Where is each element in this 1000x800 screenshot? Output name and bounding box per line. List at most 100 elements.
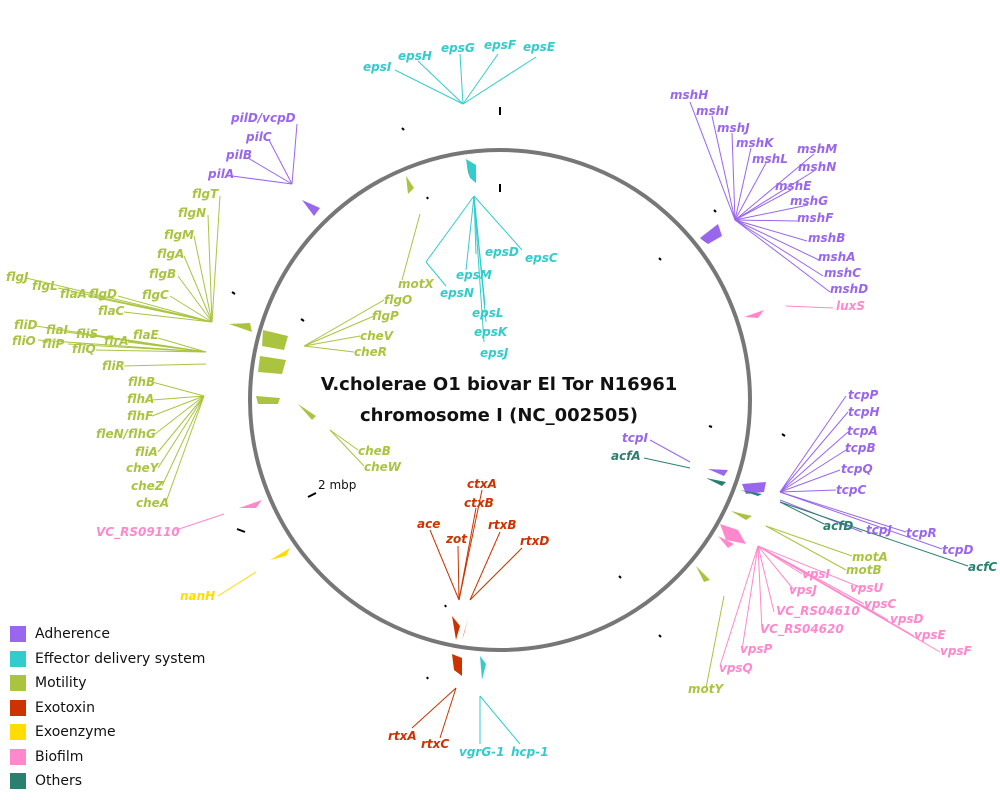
legend-label-exoenzyme: Exoenzyme	[35, 724, 116, 741]
gene-label-rtxA: rtxA	[388, 729, 417, 743]
gene-label-flaE: flaE	[133, 328, 160, 342]
legend-label-exotoxin: Exotoxin	[35, 699, 95, 716]
gene-label-epsK: epsK	[474, 325, 509, 339]
gene-label-vpsF: vpsF	[940, 644, 973, 658]
gene-label-flaI: flaI	[46, 323, 69, 337]
gene-label-motX: motX	[398, 277, 434, 291]
gene-label-epsH: epsH	[398, 49, 432, 63]
legend-label-others: Others	[35, 773, 83, 790]
gene-label-tcpR: tcpR	[906, 526, 937, 540]
gene-label-fleN: fleN/flhG	[96, 427, 156, 441]
gene-label-fliS: fliS	[76, 327, 98, 341]
gene-label-cheB: cheB	[358, 444, 391, 458]
gene-label-luxS: luxS	[836, 299, 865, 313]
scale-label: 2 mbp	[318, 478, 356, 492]
gene-label-flgC: flgC	[142, 288, 169, 302]
gene-label-flhA: flhA	[127, 392, 154, 406]
gene-label-acfA: acfA	[611, 449, 641, 463]
gene-label-tcpC: tcpC	[836, 483, 866, 497]
gene-label-ace: ace	[417, 517, 440, 531]
legend-swatch-adherence	[10, 626, 26, 643]
map-title-line2: chromosome I (NC_002505)	[360, 405, 638, 426]
minor-ticks	[231, 107, 786, 680]
gene-label-pilB: pilB	[225, 148, 252, 162]
gene-label-epsD: epsD	[485, 245, 519, 259]
gene-label-epsE: epsE	[523, 40, 556, 54]
gene-label-mshG: mshG	[790, 194, 828, 208]
gene-label-tcpA: tcpA	[847, 424, 878, 438]
legend-swatch-biofilm	[10, 748, 26, 765]
gene-label-flgL: flgL	[32, 279, 58, 293]
gene-label-mshD: mshD	[830, 282, 868, 296]
gene-label-motY: motY	[688, 682, 724, 696]
gene-label-epsG: epsG	[441, 41, 475, 55]
legend-swatch-effector	[10, 650, 26, 667]
gene-label-flgD: flgD	[89, 287, 117, 301]
legend-label-adherence: Adherence	[35, 626, 110, 643]
legend-item-adherence: Adherence	[10, 622, 205, 647]
gene-label-cheR: cheR	[354, 345, 387, 359]
gene-label-flaA: flaA	[60, 287, 87, 301]
legend-item-others: Others	[10, 769, 205, 794]
gene-label-mshF: mshF	[797, 211, 834, 225]
gene-label-flgN: flgN	[178, 206, 206, 220]
gene-label-rtxD: rtxD	[520, 534, 549, 548]
gene-label-epsN: epsN	[440, 286, 474, 300]
gene-label-tcpH: tcpH	[848, 405, 879, 419]
gene-label-epsL: epsL	[472, 306, 504, 320]
connector-lines	[25, 53, 969, 745]
gene-label-fliO: fliO	[12, 334, 36, 348]
gene-label-mshA: mshA	[818, 250, 855, 264]
legend-item-exoenzyme: Exoenzyme	[10, 720, 205, 745]
gene-label-cheV: cheV	[360, 329, 395, 343]
gene-label-vpsU: vpsU	[850, 581, 884, 595]
legend-item-exotoxin: Exotoxin	[10, 696, 205, 721]
gene-label-flgA: flgA	[157, 247, 184, 261]
gene-label-flgB: flgB	[149, 267, 176, 281]
gene-label-fliD: fliD	[14, 318, 38, 332]
gene-label-tcpD: tcpD	[942, 543, 973, 557]
gene-label-fliP: fliP	[42, 337, 65, 351]
gene-label-flgP: flgP	[372, 309, 399, 323]
gene-label-zot: zot	[445, 532, 468, 546]
gene-label-VC_RS04610: VC_RS04610	[776, 604, 860, 619]
gene-label-flgJ: flgJ	[6, 270, 29, 284]
gene-features	[229, 159, 766, 680]
legend-item-biofilm: Biofilm	[10, 745, 205, 770]
gene-label-vpsQ: vpsQ	[719, 661, 753, 675]
gene-label-mshC: mshC	[824, 266, 861, 280]
gene-label-VC_RS09110: VC_RS09110	[96, 525, 180, 540]
chromosome-circle	[248, 148, 752, 652]
gene-label-epsJ: epsJ	[480, 346, 509, 360]
legend-swatch-others	[10, 773, 26, 790]
gene-label-vpsC: vpsC	[864, 597, 897, 611]
gene-label-acfC: acfC	[968, 560, 997, 574]
gene-label-flrA: flrA	[104, 334, 129, 348]
gene-label-fliR: fliR	[102, 359, 125, 373]
gene-label-mshM: mshM	[797, 142, 837, 156]
gene-label-cheZ: cheZ	[131, 479, 164, 493]
gene-label-epsF: epsF	[484, 38, 517, 52]
gene-label-tcpP: tcpP	[848, 388, 878, 402]
gene-label-pilD: pilD/vcpD	[230, 111, 296, 125]
legend-swatch-motility	[10, 675, 26, 692]
gene-label-flhB: flhB	[128, 375, 155, 389]
gene-label-VC_RS04620: VC_RS04620	[760, 622, 844, 637]
gene-label-cheA: cheA	[136, 496, 169, 510]
gene-label-flgM: flgM	[164, 228, 194, 242]
gene-label-cheY: cheY	[126, 461, 160, 475]
gene-label-mshL: mshL	[752, 152, 788, 166]
gene-labels: epsI epsH epsG epsF epsE epsD epsC epsM …	[6, 38, 997, 759]
gene-label-pilA: pilA	[207, 167, 234, 181]
gene-label-flgT: flgT	[192, 187, 219, 201]
gene-label-ctxB: ctxB	[464, 496, 494, 510]
gene-label-mshH: mshH	[670, 88, 708, 102]
gene-label-tcpJ: tcpJ	[866, 523, 892, 537]
legend-label-biofilm: Biofilm	[35, 748, 84, 765]
gene-label-vpsI: vpsI	[802, 567, 831, 581]
gene-label-mshB: mshB	[808, 231, 845, 245]
gene-label-vpsE: vpsE	[914, 628, 947, 642]
gene-label-mshK: mshK	[736, 136, 775, 150]
gene-label-epsM: epsM	[456, 268, 492, 282]
gene-label-ctxA: ctxA	[467, 477, 497, 491]
